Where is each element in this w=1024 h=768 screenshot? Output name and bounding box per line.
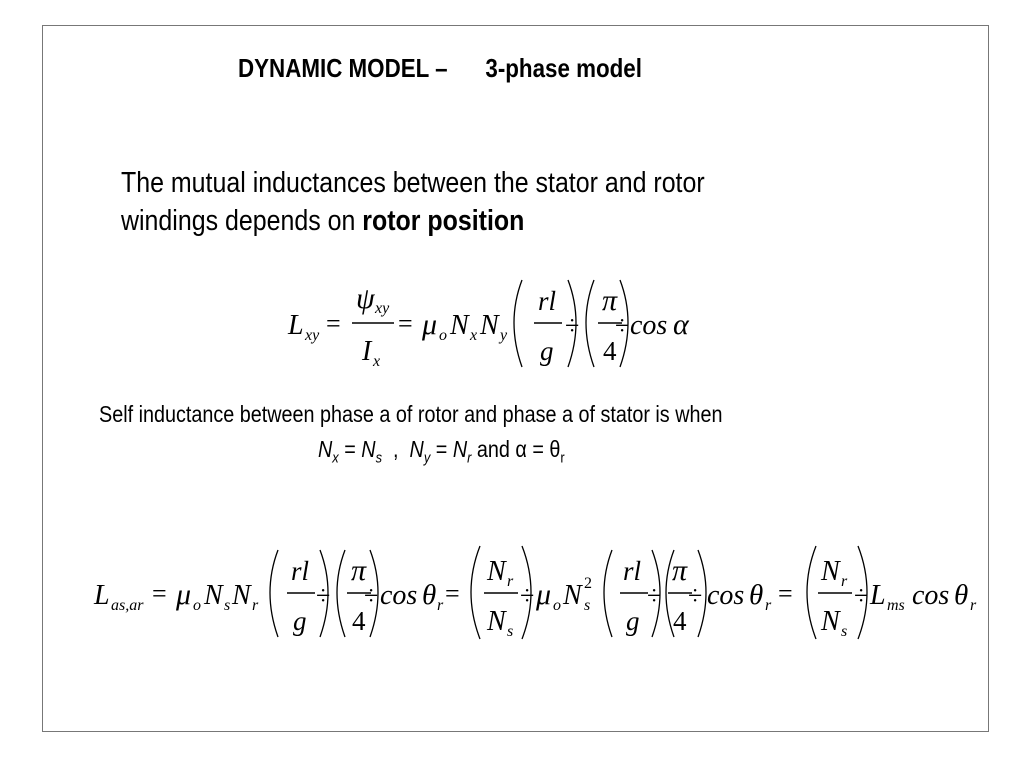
svg-text:÷: ÷ [647,581,661,610]
cond-ns: N [361,436,376,462]
svg-text:N: N [486,556,507,587]
cond-eq2: = [430,436,453,462]
svg-text:rl: rl [538,286,556,316]
cond-nx: N [318,436,333,462]
title-right: 3-phase model [485,53,642,83]
svg-text:N: N [231,580,252,611]
intro-text: The mutual inductances between the stato… [121,164,705,240]
mutual-inductance-equation: L xy = ψ xy I x = μ o N x N y rl g ÷ π 4… [287,279,690,370]
svg-text:y: y [498,327,508,344]
svg-text:N: N [820,606,841,637]
cond-and: and α = θ [471,436,561,462]
svg-text:N: N [449,310,470,341]
svg-text:g: g [626,606,640,636]
svg-text:ψ: ψ [356,282,376,315]
svg-text:r: r [970,597,977,614]
svg-text:r: r [437,597,444,614]
self-inductance-sentence: Self inductance between phase a of rotor… [99,401,723,427]
svg-text:π: π [672,554,688,587]
svg-text:÷: ÷ [364,581,378,610]
svg-text:r: r [507,573,514,590]
svg-text:÷: ÷ [520,581,534,610]
svg-text:÷: ÷ [565,311,579,340]
cond-ny: N [409,436,424,462]
svg-text:xy: xy [374,300,390,317]
svg-text:÷: ÷ [615,311,629,340]
svg-text:cos: cos [707,580,744,611]
svg-text:o: o [193,597,201,614]
svg-text:L: L [869,580,886,611]
intro-line-1: The mutual inductances between the stato… [121,167,705,199]
svg-text:x: x [469,327,477,344]
svg-text:xy: xy [304,327,320,344]
slide-title: DYNAMIC MODEL – 3-phase model [238,53,642,84]
svg-text:÷: ÷ [688,581,702,610]
svg-text:N: N [820,556,841,587]
svg-text:g: g [293,606,307,636]
svg-text:=: = [326,309,341,338]
svg-text:μ: μ [175,578,191,611]
svg-text:μ: μ [535,578,551,611]
svg-text:N: N [562,580,583,611]
svg-text:=: = [778,579,793,608]
svg-text:r: r [841,573,848,590]
svg-text:=: = [445,579,460,608]
svg-text:x: x [372,353,380,370]
svg-text:=: = [152,579,167,608]
cond-ns-sub: s [375,449,383,467]
cond-nr-sub: r [467,449,472,467]
svg-text:L: L [93,580,110,611]
self-inductance-equation: L as,ar = μ o N s N r rl g ÷ π 4 ÷ cos θ… [93,545,977,640]
intro-line-2-bold: rotor position [362,205,525,237]
title-left: DYNAMIC MODEL – [238,53,448,83]
svg-text:N: N [486,606,507,637]
svg-text:π: π [602,284,618,317]
svg-text:s: s [841,623,847,640]
cond-nr: N [452,436,468,462]
svg-text:g: g [540,336,554,366]
cond-sep: , [382,436,410,462]
svg-text:rl: rl [291,556,309,586]
svg-text:o: o [439,327,447,344]
cond-theta-sub: r [560,449,565,467]
svg-text:s: s [584,597,590,614]
svg-text:L: L [287,310,304,341]
svg-text:N: N [479,310,500,341]
cond-eq1: = [338,436,362,462]
self-inductance-conditions: Nx = Ns , Ny = Nr and α = θr [318,436,565,467]
svg-text:r: r [252,597,259,614]
svg-text:4: 4 [603,336,617,366]
cond-nx-sub: x [332,449,339,467]
svg-text:θ: θ [749,579,763,611]
svg-text:cos: cos [912,580,949,611]
intro-line-2: windings depends on rotor position [121,202,705,240]
svg-text:μ: μ [421,308,437,341]
svg-text:as,ar: as,ar [111,597,144,614]
svg-text:o: o [553,597,561,614]
svg-text:s: s [507,623,513,640]
svg-text:rl: rl [623,556,641,586]
svg-text:4: 4 [673,606,687,636]
svg-text:÷: ÷ [316,581,330,610]
svg-text:I: I [361,336,373,367]
cond-ny-sub: y [423,449,431,467]
svg-text:θ: θ [422,579,436,611]
svg-text:π: π [351,554,367,587]
svg-text:cos: cos [380,580,417,611]
svg-text:r: r [765,597,772,614]
svg-text:s: s [224,597,230,614]
svg-text:N: N [203,580,224,611]
svg-text:÷: ÷ [854,581,868,610]
svg-text:cos: cos [630,310,667,341]
svg-text:4: 4 [352,606,366,636]
svg-text:=: = [398,309,413,338]
slide-frame [42,25,989,732]
svg-text:2: 2 [584,575,592,592]
intro-line-2-plain: windings depends on [121,205,363,237]
svg-text:ms: ms [887,597,905,614]
svg-text:θ: θ [954,579,968,611]
svg-text:α: α [673,308,690,341]
